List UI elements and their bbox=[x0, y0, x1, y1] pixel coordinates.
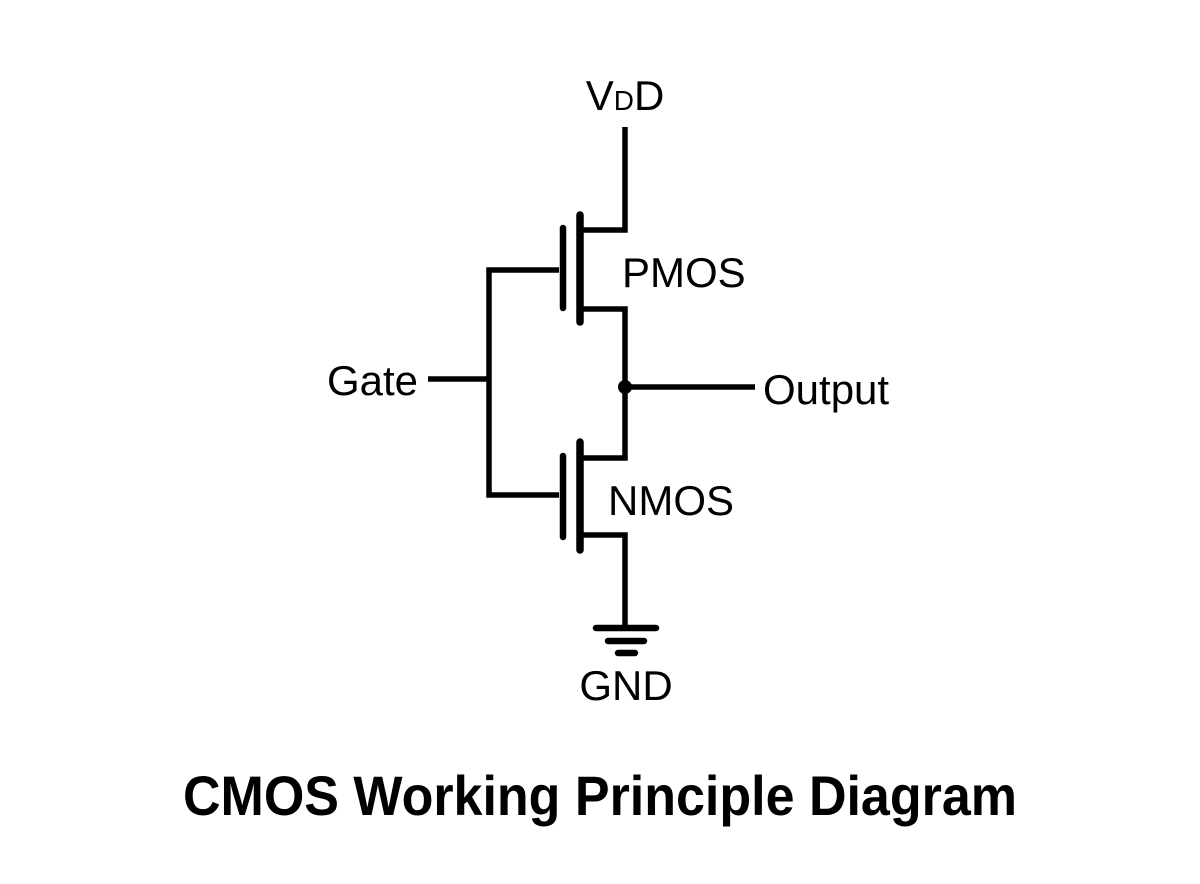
gate-label: Gate bbox=[327, 357, 418, 404]
gnd-label: GND bbox=[579, 662, 672, 709]
diagram-title: CMOS Working Principle Diagram bbox=[183, 764, 1017, 827]
pmos-label: PMOS bbox=[622, 249, 746, 296]
vdd-label-suffix: D bbox=[634, 72, 664, 119]
nmos-transistor-symbol bbox=[559, 438, 584, 554]
gnd-wire bbox=[582, 532, 628, 627]
vdd-label-subscript: D bbox=[614, 85, 634, 116]
ground-symbol-icon bbox=[592, 624, 660, 657]
vdd-label-prefix: V bbox=[586, 72, 614, 119]
pmos-transistor-symbol bbox=[559, 211, 584, 326]
vdd-label: VDD bbox=[586, 72, 665, 119]
vdd-wire bbox=[582, 127, 628, 233]
nmos-label: NMOS bbox=[608, 477, 734, 524]
output-node-wire bbox=[582, 306, 628, 461]
output-label: Output bbox=[763, 366, 889, 413]
gate-bus-wire bbox=[486, 267, 559, 498]
